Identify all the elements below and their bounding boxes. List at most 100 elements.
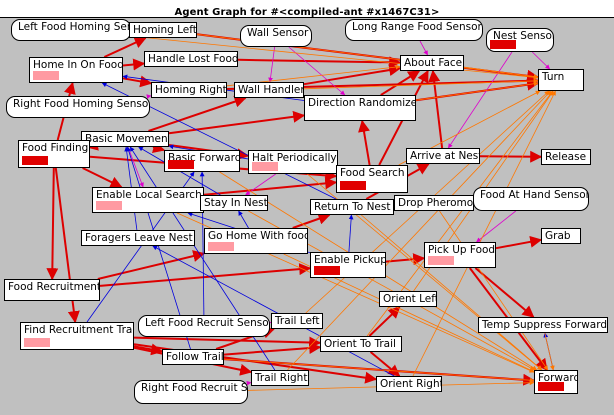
edge-red [385, 253, 426, 266]
node-label: Long Range Food Sensor [352, 21, 482, 33]
edge-red [369, 351, 401, 377]
node-label: Handle Lost Food [148, 53, 238, 65]
node-label: Food Search [340, 167, 405, 179]
edge-red [292, 212, 331, 229]
edge-red [168, 110, 306, 135]
node-turn[interactable]: Turn [538, 69, 584, 91]
node-ft[interactable]: Follow Trail [162, 349, 224, 365]
node-label: Halt Periodically [252, 152, 337, 164]
node-fr[interactable]: Food Recruitment [4, 279, 100, 301]
node-an[interactable]: Arrive at Nest [406, 148, 480, 164]
edge-orange [361, 214, 543, 371]
node-rtn[interactable]: Return To Nest [310, 199, 394, 215]
edge-magenta [532, 51, 551, 70]
node-tsf[interactable]: Temp Suppress Forward [478, 317, 608, 333]
node-label: Grab [545, 230, 571, 242]
edge-red [148, 95, 247, 132]
node-fahs[interactable]: Food At Hand Sensor [473, 187, 589, 211]
node-wh[interactable]: Wall Handler [234, 82, 304, 98]
node-hiof[interactable]: Home In On Food [29, 57, 123, 83]
edge-red [122, 58, 146, 71]
node-fwd[interactable]: Forward [534, 370, 578, 394]
node-ott[interactable]: Orient To Trail [320, 336, 402, 352]
activation-bar [33, 71, 59, 80]
activation-bar [22, 156, 48, 165]
node-label: Arrive at Nest [410, 150, 480, 162]
edge-red [368, 306, 401, 337]
edge-orange [415, 81, 539, 101]
node-label: Food At Hand Sensor [480, 189, 589, 201]
node-label: Orient Right [380, 378, 442, 390]
edge-red [122, 75, 153, 88]
node-tr[interactable]: Trail Right [251, 370, 309, 386]
edge-red [223, 342, 322, 356]
node-label: Food Recruitment [8, 281, 100, 293]
window-titlebar[interactable]: Agent Graph for #<compiled-ant #x1467C31… [0, 0, 614, 18]
node-grab[interactable]: Grab [541, 228, 581, 244]
node-hr[interactable]: Homing Right [151, 82, 227, 98]
node-ws[interactable]: Wall Sensor [240, 25, 312, 47]
node-sin[interactable]: Stay In Nest [200, 195, 268, 211]
node-label: Home In On Food [33, 59, 123, 71]
node-hlf[interactable]: Handle Lost Food [144, 51, 238, 67]
edge-red [46, 167, 59, 281]
node-puf[interactable]: Pick Up Food [424, 242, 496, 268]
node-rfrs[interactable]: Right Food Recruit Sensor [134, 380, 248, 404]
edge-red [203, 177, 338, 196]
node-hp[interactable]: Halt Periodically [248, 150, 338, 174]
node-hl[interactable]: Homing Left [129, 22, 197, 38]
node-label: Left Food Homing Sensor [18, 21, 130, 33]
node-label: Stay In Nest [204, 197, 268, 209]
activation-bar [538, 382, 564, 391]
node-label: Find Recruitment Trail [24, 324, 134, 336]
node-label: Nest Sensor [493, 30, 554, 42]
node-label: Wall Handler [238, 84, 304, 96]
node-els[interactable]: Enable Local Search [92, 187, 204, 213]
node-ghwf[interactable]: Go Home With food [204, 228, 308, 254]
node-label: Go Home With food [208, 230, 308, 242]
node-rel[interactable]: Release [541, 149, 591, 165]
node-label: Food Finding [22, 142, 89, 154]
activation-bar [490, 40, 516, 49]
node-ff[interactable]: Food Finding [18, 140, 90, 168]
edge-magenta [245, 173, 276, 196]
node-dr[interactable]: Direction Randomizer [304, 95, 416, 121]
node-ol[interactable]: Orient Left [379, 291, 437, 307]
node-tl[interactable]: Trail Left [271, 313, 323, 329]
edge-red [474, 267, 535, 318]
node-fln[interactable]: Foragers Leave Nest [81, 230, 195, 246]
edge-orange [303, 78, 539, 90]
node-label: Right Food Recruit Sensor [141, 382, 248, 394]
edge-orange [412, 90, 556, 377]
node-af[interactable]: About Face [400, 55, 464, 71]
edge-magenta [288, 46, 346, 96]
edge-red [133, 336, 322, 349]
node-ep[interactable]: Enable Pickup [310, 252, 386, 278]
edge-red [495, 235, 543, 250]
edge-blue [152, 245, 395, 377]
node-fs[interactable]: Food Search [336, 165, 408, 193]
node-label: Basic Movement [85, 133, 169, 145]
node-bf[interactable]: Basic Forward [164, 150, 240, 172]
edge-red [380, 70, 421, 96]
node-label: Follow Trail [166, 351, 224, 363]
node-label: Orient Left [383, 293, 437, 305]
node-label: Forward [538, 372, 578, 384]
edge-orange [544, 332, 555, 371]
node-label: Return To Nest [314, 201, 391, 213]
node-bm[interactable]: Basic Movement [81, 131, 169, 147]
node-ns[interactable]: Nest Sensor [486, 28, 554, 52]
node-dp[interactable]: Drop Pheromone [394, 195, 474, 211]
node-lrfs[interactable]: Long Range Food Sensor [345, 19, 483, 41]
node-or[interactable]: Orient Right [376, 376, 442, 392]
node-rfhs[interactable]: Right Food Homing Sensor [6, 96, 150, 118]
node-label: Enable Local Search [96, 189, 202, 201]
edge-red [428, 69, 444, 149]
node-label: Direction Randomizer [308, 97, 416, 109]
edge-orange [223, 358, 535, 383]
node-label: Homing Left [133, 24, 197, 36]
node-lfhs[interactable]: Left Food Homing Sensor [11, 19, 131, 41]
node-frt[interactable]: Find Recruitment Trail [20, 322, 134, 350]
node-lfrs[interactable]: Left Food Recruit Sensor [138, 315, 270, 337]
